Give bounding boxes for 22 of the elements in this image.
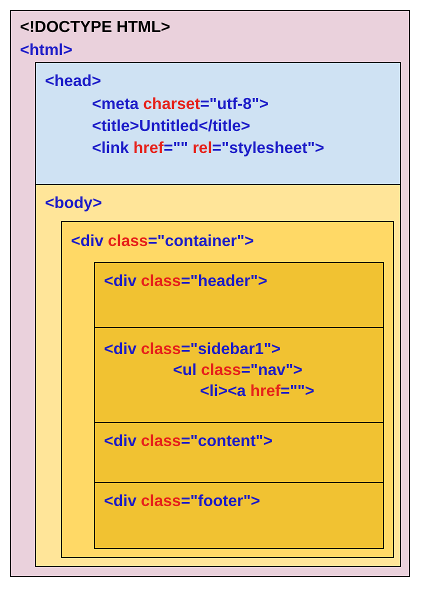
- code-line: <title>Untitled</title>: [92, 118, 250, 136]
- section-box: [61, 221, 394, 558]
- code-line: <div class="header">: [104, 273, 268, 291]
- code-line: <html>: [20, 42, 72, 60]
- code-line: <div class="footer">: [104, 493, 260, 511]
- section-box: [94, 262, 384, 328]
- section-box: [35, 62, 401, 185]
- page-box: [10, 10, 410, 577]
- code-line: <body>: [45, 195, 102, 213]
- code-line: <div class="sidebar1">: [104, 341, 281, 359]
- code-line: <link href="" rel="stylesheet">: [92, 140, 324, 158]
- section-box: [94, 327, 384, 423]
- section-box: [35, 184, 401, 567]
- code-line: <ul class="nav">: [173, 362, 302, 380]
- code-line: <meta charset="utf-8">: [92, 96, 269, 114]
- section-box: [94, 422, 384, 483]
- code-line: <div class="content">: [104, 433, 273, 451]
- code-line: <!DOCTYPE HTML>: [20, 19, 170, 37]
- section-box: [94, 482, 384, 549]
- code-line: <li><a href="">: [200, 383, 314, 401]
- code-line: <head>: [45, 73, 102, 91]
- code-line: <div class="container">: [71, 233, 254, 251]
